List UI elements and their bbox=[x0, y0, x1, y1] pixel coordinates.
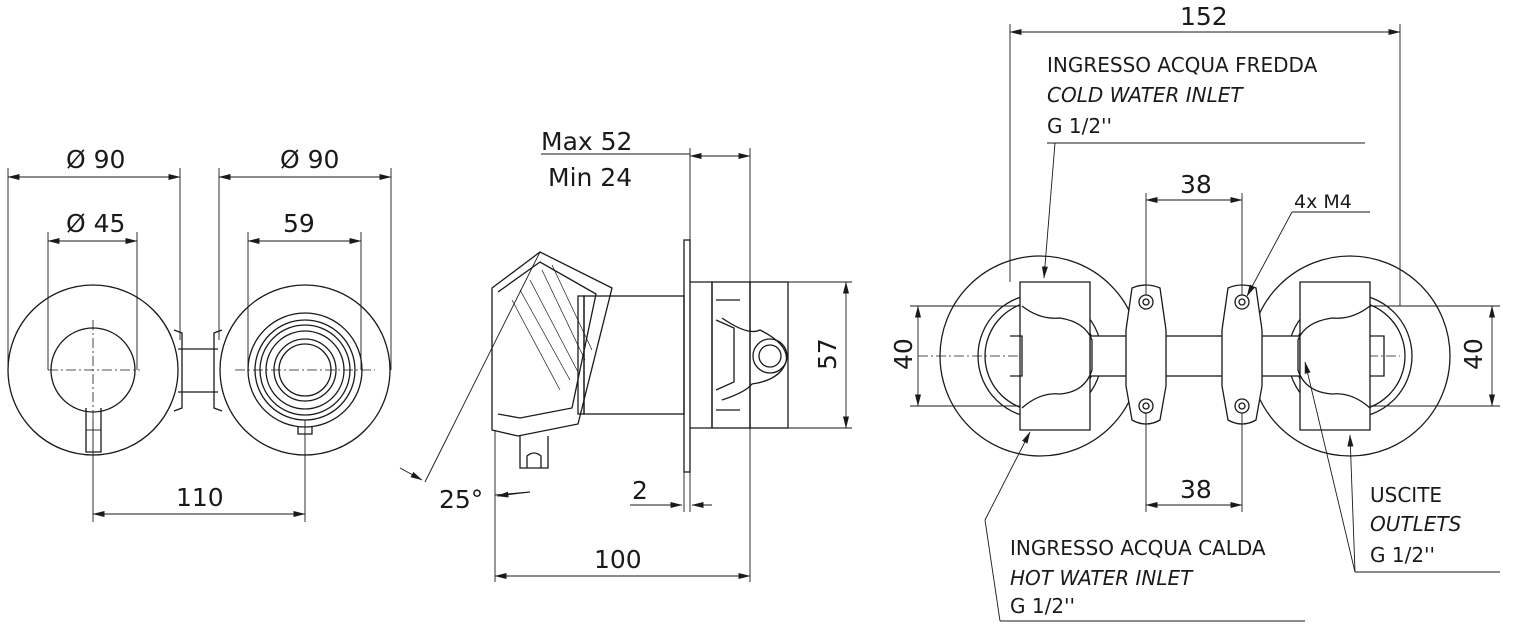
outlets-label-en: OUTLETS bbox=[1370, 512, 1462, 536]
bracket-right bbox=[1221, 284, 1263, 425]
dim-38-top: 38 bbox=[1180, 170, 1212, 199]
hot-inlet-label-en: HOT WATER INLET bbox=[1010, 566, 1194, 590]
dim-110: 110 bbox=[176, 483, 224, 512]
hot-inlet-label-it: INGRESSO ACQUA CALDA bbox=[1010, 536, 1266, 560]
handle-housing bbox=[491, 251, 613, 437]
bracket-left bbox=[1125, 284, 1167, 425]
side-plate bbox=[683, 239, 691, 473]
side-body bbox=[690, 281, 713, 429]
dim-100: 100 bbox=[594, 545, 642, 574]
dim-4xM4: 4x M4 bbox=[1294, 191, 1352, 213]
dim-min24: Min 24 bbox=[548, 163, 632, 192]
dim-59: 59 bbox=[283, 209, 315, 238]
hot-inlet-thread: G 1/2'' bbox=[1010, 594, 1075, 618]
dim-max52: Max 52 bbox=[541, 127, 632, 156]
dim-57: 57 bbox=[813, 338, 842, 370]
side-shaft bbox=[583, 295, 685, 415]
outlets-thread: G 1/2'' bbox=[1370, 543, 1435, 567]
dim-40-left: 40 bbox=[889, 338, 918, 370]
dim-25deg: 25° bbox=[439, 485, 483, 514]
front-view: Ø 90 Ø 90 Ø 45 59 110 bbox=[7, 145, 392, 522]
cold-inlet-thread: G 1/2'' bbox=[1047, 114, 1112, 138]
dim-dia90-right: Ø 90 bbox=[280, 145, 339, 174]
spacer bbox=[178, 348, 218, 393]
cold-inlet-label-en: COLD WATER INLET bbox=[1047, 83, 1244, 107]
dim-2: 2 bbox=[632, 476, 648, 505]
dim-40-right: 40 bbox=[1459, 338, 1488, 370]
rear-right-body bbox=[1299, 281, 1371, 431]
rear-left-body bbox=[1019, 281, 1091, 431]
dim-38-bottom: 38 bbox=[1180, 475, 1212, 504]
outlets-label-it: USCITE bbox=[1370, 483, 1442, 507]
dim-dia90-left: Ø 90 bbox=[66, 145, 125, 174]
side-spindle bbox=[752, 338, 788, 374]
rear-view: 152 38 38 4x M4 40 40 INGRESSO ACQUA FRE… bbox=[889, 2, 1500, 622]
side-view: Max 52 Min 24 57 2 100 25° bbox=[399, 127, 852, 582]
dim-dia45: Ø 45 bbox=[66, 209, 125, 238]
side-lever bbox=[519, 436, 549, 469]
rear-pipe bbox=[1089, 335, 1301, 377]
dim-152: 152 bbox=[1180, 2, 1228, 31]
cold-inlet-label-it: INGRESSO ACQUA FREDDA bbox=[1047, 53, 1318, 77]
